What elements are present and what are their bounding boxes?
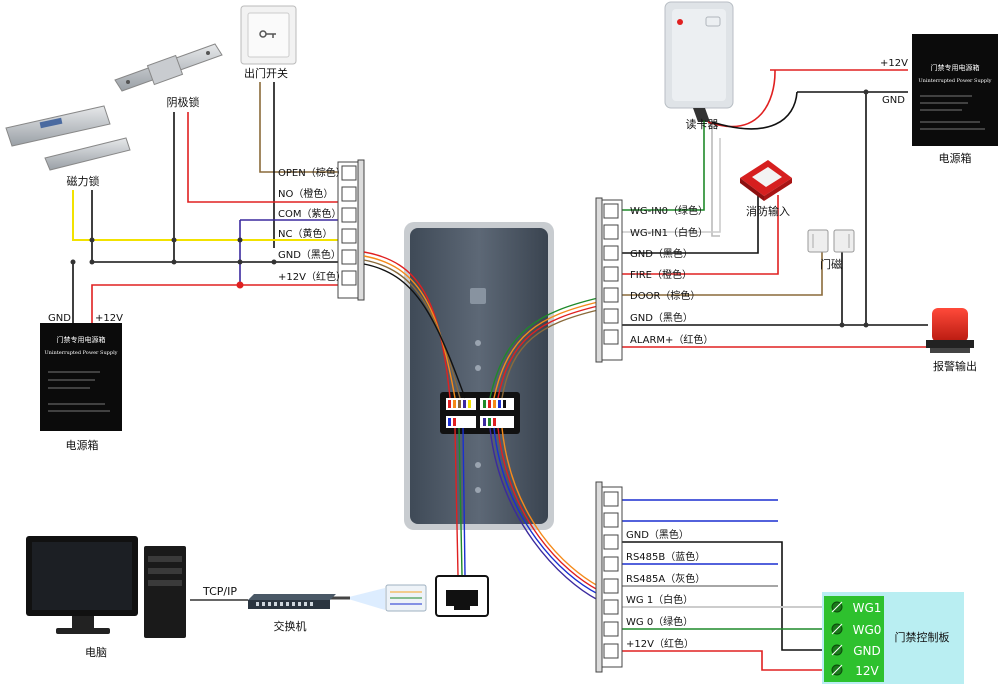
rb-wg0: WG 0（绿色） [626,615,693,628]
caption-exit-switch: 出门开关 [244,66,288,80]
lt-no: NO（橙色） [278,187,333,200]
rb-gnd: GND（黑色） [626,528,689,541]
door-contact-icon [807,229,855,253]
caption-reader: 读卡器 [686,117,719,131]
fire-button-icon [740,160,792,201]
labels: OPEN（棕色） NO（橙色） COM（紫色） NC（黄色） GND（黑色） +… [48,58,977,659]
rj45-plug-icon [345,584,427,612]
right-psu-gnd: GND [882,95,905,106]
right-top-wiring [620,69,928,348]
rb-12v: +12V（红色） [626,637,694,650]
rj45-port-icon [435,575,489,617]
right-psu-box: 门禁专用电源箱 Uninterrupted Power Supply [912,34,998,146]
caption-strike-lock: 阴极锁 [167,95,200,109]
right-top-terminal-block [595,197,623,363]
caption-alarm: 报警输出 [933,359,977,373]
psu-left-title: 门禁专用电源箱 [57,335,106,344]
controller-title: 门禁控制板 [895,630,950,644]
controller-pin-12v: 12V [855,664,879,678]
psu-right-subtitle: Uninterrupted Power Supply [918,78,991,84]
access-controller-board: WG1 WG0 GND 12V 门禁控制板 [822,592,964,684]
controller-pin-wg0: WG0 [853,623,882,637]
left-wiring [70,82,338,328]
lt-gnd: GND（黑色） [278,248,341,261]
caption-fire: 消防输入 [746,204,790,218]
cable-harness [363,251,599,601]
caption-tcpip: TCP/IP [202,585,237,598]
caption-mag-lock: 磁力锁 [67,174,100,188]
rb-wg1: WG 1（白色） [626,593,693,606]
caption-door-contact: 门磁 [820,257,842,271]
caption-psu-right: 电源箱 [939,151,972,165]
controller-pin-wg1: WG1 [853,601,882,615]
rt-fire: FIRE（橙色） [630,268,692,281]
lt-com: COM（紫色） [278,207,341,220]
rb-rs485b: RS485B（蓝色） [626,550,705,563]
computer-icon [26,536,186,638]
lt-nc: NC（黄色） [278,227,332,240]
left-psu-box: 门禁专用电源箱 Uninterrupted Power Supply [40,323,122,431]
controller-pin-gnd: GND [853,644,881,658]
right-bottom-wiring [620,499,826,671]
lt-open: OPEN（棕色） [278,166,346,179]
psu-left-subtitle: Uninterrupted Power Supply [44,350,117,356]
psu-right-title: 门禁专用电源箱 [931,63,980,72]
right-bottom-terminal-block [595,481,623,673]
rb-rs485a: RS485A（灰色） [626,572,705,585]
left-psu-gnd: GND [48,313,71,324]
rt-gnd2: GND（黑色） [630,311,693,324]
right-psu-12v: +12V [880,58,908,69]
alarm-siren-icon [926,308,974,353]
access-panel [404,222,554,530]
lt-12v: +12V（红色） [278,270,346,283]
rt-door: DOOR（棕色） [630,289,700,302]
rt-alarm: ALARM+（红色） [630,333,713,346]
card-reader-icon [664,1,734,122]
caption-switch: 交换机 [274,619,307,633]
rt-wgin1: WG-IN1（白色） [630,226,708,239]
rt-wgin0: WG-IN0（绿色） [630,204,708,217]
mag-lock-icon [5,105,131,171]
left-psu-12v: +12V [95,313,123,324]
caption-computer: 电脑 [85,646,107,659]
caption-psu-left: 电源箱 [66,438,99,452]
left-terminal-block [337,159,365,301]
panel-connectors [446,398,514,428]
rt-gnd1: GND（黑色） [630,247,693,260]
strike-lock-icon [114,43,223,92]
exit-switch-icon [240,5,297,65]
network-switch-icon [248,594,336,609]
